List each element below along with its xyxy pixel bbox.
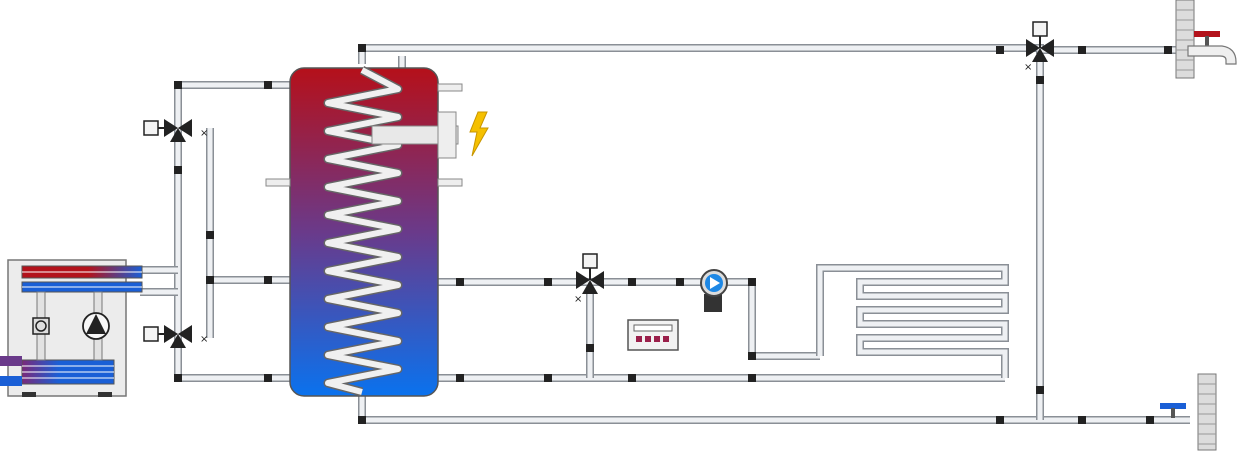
pipe-joint [358,44,366,52]
pipe-joint [628,278,636,286]
pipe-joint [748,374,756,382]
cold-water-tap-icon [1160,403,1186,418]
pipe-joint [174,374,182,382]
wall-lower [1197,373,1217,451]
pipe-joint [206,276,214,284]
tank-coil [323,66,403,397]
pipe-network [140,44,1190,424]
lightning-bolt-icon [469,111,489,157]
pipe-joint [264,374,272,382]
svg-text:×: × [200,334,208,345]
pipe-joint [1078,416,1086,424]
wall-upper [1175,0,1195,79]
svg-text:×: × [200,128,208,139]
pipe-cold-water-supply [358,396,1190,424]
pipe-joint [358,416,366,424]
three-way-valve-icon: × [143,119,208,142]
pipe-joint [174,166,182,174]
pipe-joint [206,231,214,239]
three-way-valve-icon: × [143,325,208,348]
storage-tank-icon [265,66,463,397]
pipe-hot-water-supply [358,44,1190,64]
heat-pump-unit-icon [0,259,143,397]
pipe-joint [544,374,552,382]
pipe-joint [1164,46,1172,54]
pipe-joint [174,81,182,89]
controller-display-icon [627,319,679,351]
floor-heating-loop-icon [816,264,1009,378]
pipe-joint [264,276,272,284]
circulation-pump-icon [700,269,728,312]
three-way-valve-icon: × [1024,21,1054,73]
pipe-joint [456,374,464,382]
pipe-joint [996,416,1004,424]
pipe-joint [996,46,1004,54]
pipe-joint [456,278,464,286]
pipe-joint [748,278,756,286]
pipe-joint [544,278,552,286]
pipe-joint [1078,46,1086,54]
svg-text:×: × [574,294,582,305]
hot-water-tap-icon [1187,31,1237,65]
pipe-joint [676,278,684,286]
pipe-joint [1036,76,1044,84]
three-way-valve-icon: × [574,253,604,305]
pipe-joint [748,352,756,360]
pipe-joint [586,344,594,352]
svg-text:×: × [1024,62,1032,73]
pipe-joint [1036,386,1044,394]
pipe-joint [628,374,636,382]
valve-group: × × × × [143,21,1054,348]
pipe-joint [1146,416,1154,424]
pipe-joint [264,81,272,89]
